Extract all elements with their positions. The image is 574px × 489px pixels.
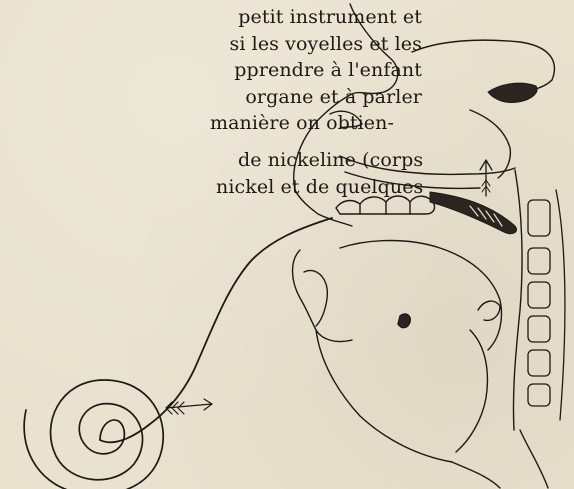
spiral-coil [24,380,163,489]
neck-front [452,462,500,488]
trachea [520,430,548,488]
arrow-up [480,160,492,196]
nasal-turbinate [488,83,537,102]
larynx [456,330,487,452]
upper-teeth-dividers [360,202,410,214]
hyoid [398,314,410,328]
lower-lip [293,250,353,342]
lower-teeth [304,271,327,327]
jaw-line [316,330,452,462]
nostril-curve [330,111,362,128]
epiglottis [478,301,500,320]
nose-outline [294,4,398,190]
tongue [340,241,502,351]
soft-palate [430,192,517,234]
pharynx-back [513,170,522,430]
connecting-wire [100,218,332,442]
upper-teeth [336,196,435,214]
vertebral-column [528,190,565,420]
